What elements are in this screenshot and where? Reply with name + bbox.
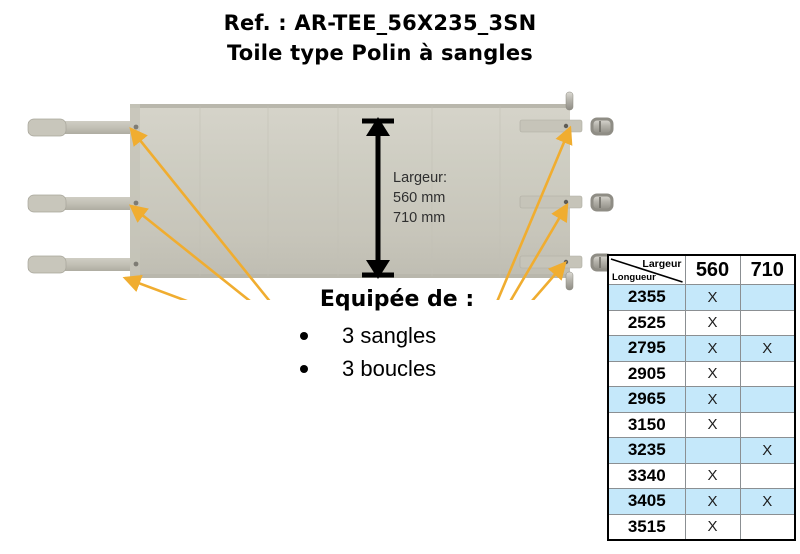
- cell-560: X: [684, 462, 741, 489]
- table-row: 3150 X: [607, 411, 796, 438]
- table-row: 2795 X X: [607, 335, 796, 362]
- cell-710: [739, 360, 796, 387]
- table-row: 2905 X: [607, 360, 796, 387]
- cell-560: X: [684, 284, 741, 311]
- cell-710: X: [739, 335, 796, 362]
- equipment-block: Equipée de : 3 sangles 3 boucles: [252, 285, 542, 385]
- width-dimension-arrow: [362, 117, 394, 279]
- table-row: 3515 X: [607, 513, 796, 541]
- cell-length: 3405: [607, 488, 686, 515]
- buckle-callout-arrows: [496, 125, 573, 300]
- width-dimension-label: Largeur: 560 mm 710 mm: [393, 168, 447, 228]
- cell-710: [739, 309, 796, 336]
- column-header-710: 710: [739, 254, 796, 285]
- cell-560: [684, 437, 741, 464]
- product-illustration: [27, 91, 614, 300]
- corner-label-largeur: Largeur: [642, 258, 682, 270]
- equipment-list: 3 sangles 3 boucles: [252, 319, 542, 385]
- cell-560: X: [684, 386, 741, 413]
- corner-label-longueur: Longueur: [612, 272, 656, 283]
- cell-560: X: [684, 513, 741, 541]
- dimension-value-560: 560 mm: [393, 190, 446, 206]
- equipment-heading: Equipée de :: [319, 287, 475, 312]
- table-row: 3235 X: [607, 437, 796, 464]
- dimension-value-710: 710 mm: [393, 210, 446, 226]
- size-table: Largeur Longueur 560 710 2355 X 2525 X: [607, 254, 796, 541]
- cell-710: X: [739, 488, 796, 515]
- cell-length: 3235: [607, 437, 686, 464]
- list-item: 3 sangles: [300, 319, 542, 352]
- cell-560: X: [684, 309, 741, 336]
- table-row: 2965 X: [607, 386, 796, 413]
- cell-length: 2355: [607, 284, 686, 311]
- reference-title: Ref. : AR-TEE_56X235_3SN: [223, 11, 537, 35]
- table-row: 2525 X: [607, 309, 796, 336]
- size-table-wrapper: Largeur Longueur 560 710 2355 X 2525 X: [607, 254, 796, 541]
- strap-callout-arrows: [122, 126, 271, 300]
- product-title: Toile type Polin à sangles: [227, 41, 533, 65]
- cell-710: [739, 411, 796, 438]
- cell-560: X: [684, 360, 741, 387]
- list-item: 3 boucles: [300, 352, 542, 385]
- cell-710: [739, 284, 796, 311]
- table-corner-header: Largeur Longueur: [607, 254, 686, 285]
- cell-length: 3150: [607, 411, 686, 438]
- dimension-title: Largeur:: [393, 170, 448, 186]
- cell-560: X: [684, 488, 741, 515]
- cell-length: 3340: [607, 462, 686, 489]
- cell-710: [739, 462, 796, 489]
- cell-length: 2965: [607, 386, 686, 413]
- cell-length: 3515: [607, 513, 686, 541]
- column-header-560: 560: [684, 254, 741, 285]
- page-title: Ref. : AR-TEE_56X235_3SN Toile type Poli…: [0, 8, 760, 68]
- table-row: 2355 X: [607, 284, 796, 311]
- cell-710: [739, 513, 796, 541]
- cell-560: X: [684, 335, 741, 362]
- table-header-row: Largeur Longueur 560 710: [607, 254, 796, 285]
- corner-diagonal-line: [610, 258, 683, 283]
- table-row: 3340 X: [607, 462, 796, 489]
- size-table-body: 2355 X 2525 X 2795 X X 2905 X: [607, 284, 796, 541]
- table-row: 3405 X X: [607, 488, 796, 515]
- cell-710: [739, 386, 796, 413]
- cell-length: 2795: [607, 335, 686, 362]
- cell-710: X: [739, 437, 796, 464]
- cell-length: 2905: [607, 360, 686, 387]
- left-straps: [27, 118, 132, 274]
- cell-560: X: [684, 411, 741, 438]
- fabric-panel: [130, 104, 570, 278]
- cell-length: 2525: [607, 309, 686, 336]
